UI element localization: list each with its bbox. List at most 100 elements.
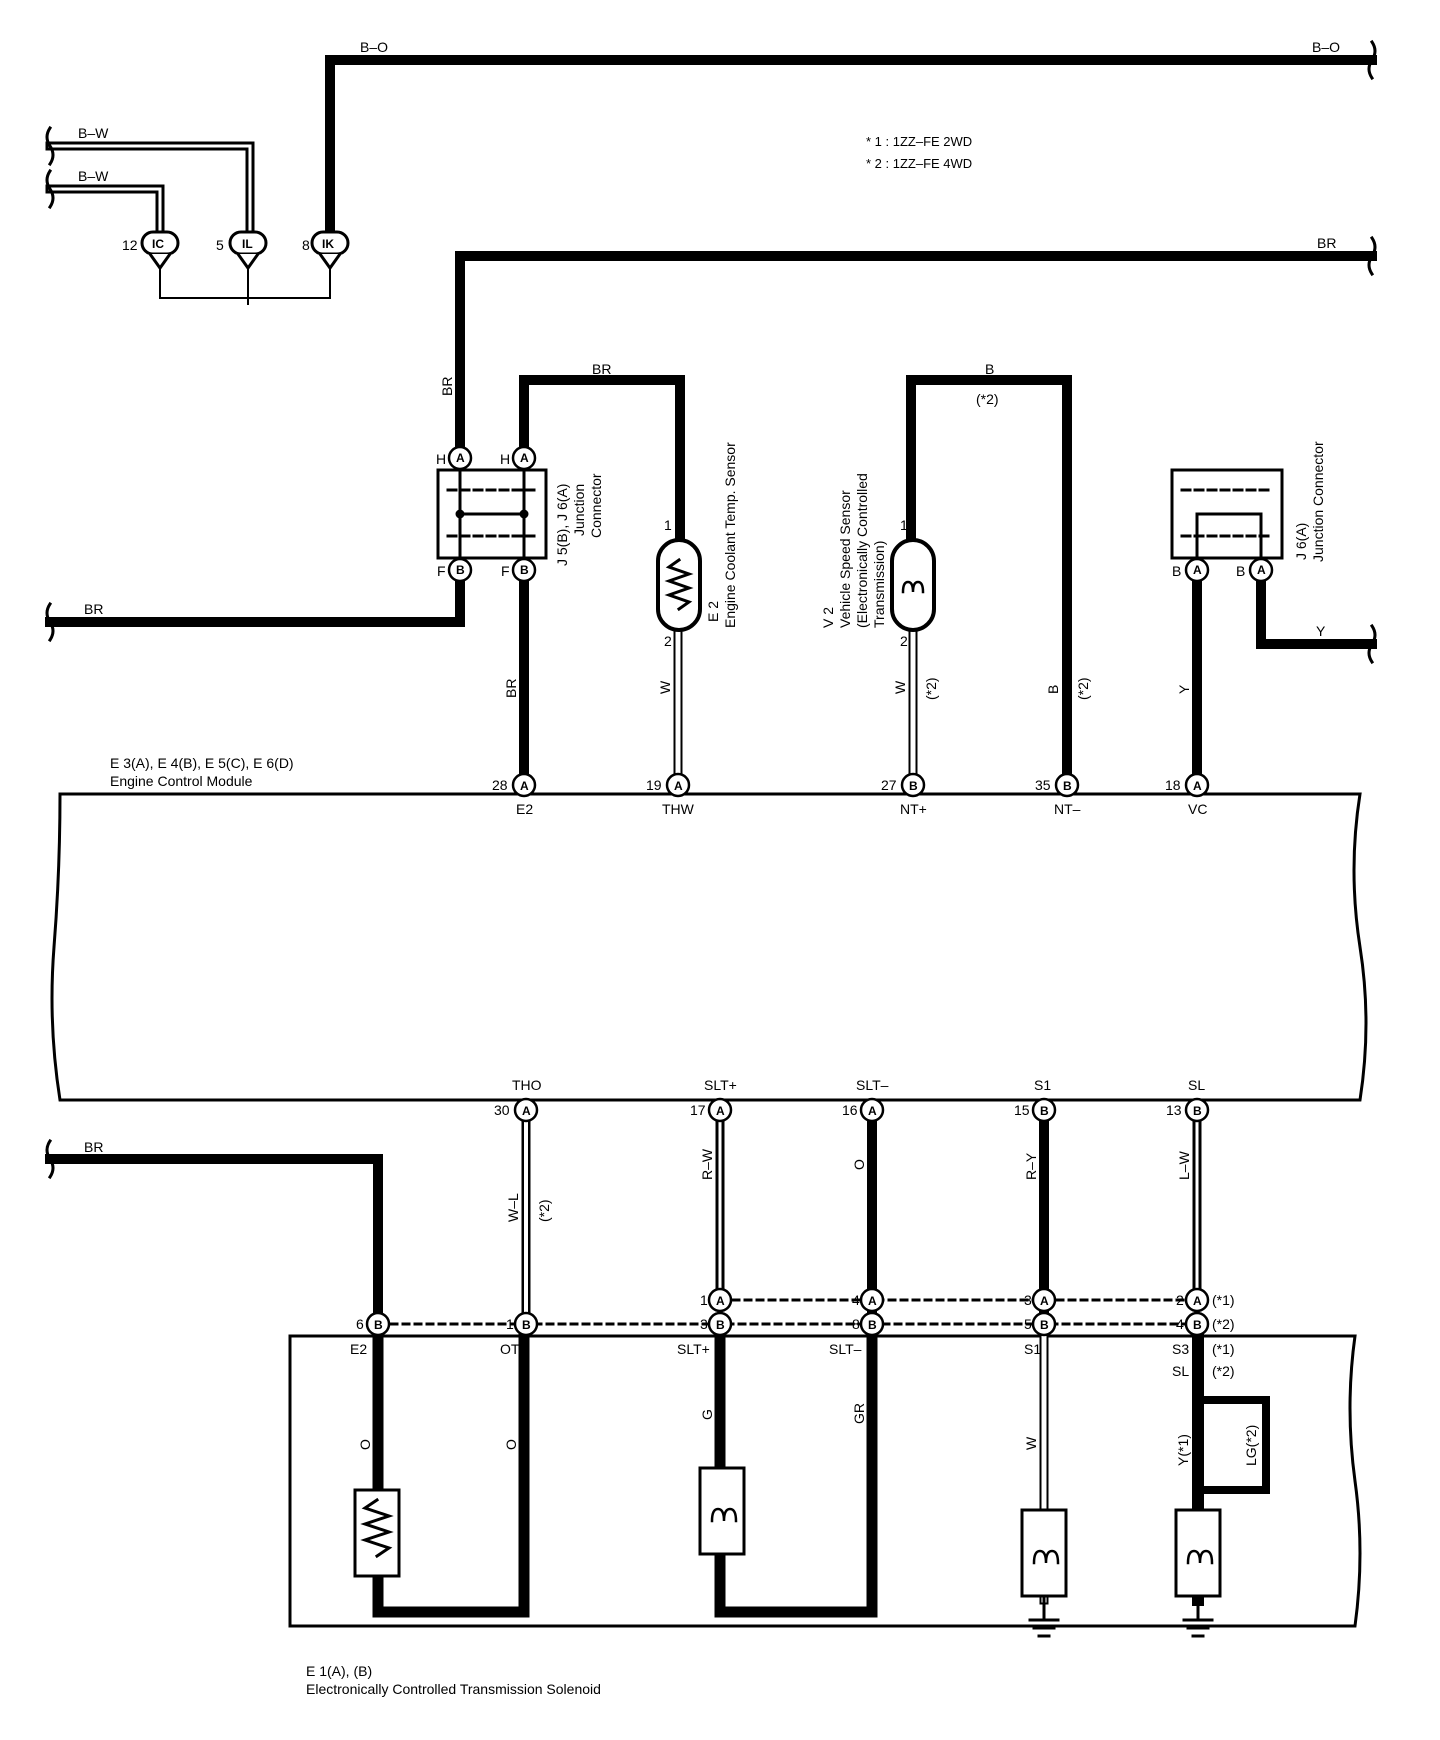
- ecm-pin-number: 18: [1165, 777, 1181, 793]
- wire-label-w-s1: W: [1023, 1436, 1039, 1450]
- wire-label-w-nt-note: (*2): [923, 677, 939, 700]
- j5-label-3: Connector: [588, 473, 604, 538]
- wire-label-y-right: Y: [1316, 623, 1326, 639]
- sol-terminal-sl: SL: [1172, 1363, 1189, 1379]
- v2-pin-1: 1: [900, 517, 908, 533]
- ecm-pin-number: 28: [492, 777, 508, 793]
- wire-label-b-top: B: [985, 361, 994, 377]
- wire-br-lower: [45, 1154, 383, 1329]
- wire-y-right: [1256, 565, 1377, 649]
- e2-pin-1: 1: [664, 517, 672, 533]
- wire-label-b-nt-note: (*2): [1075, 677, 1091, 700]
- sol-terminal-slt-plus: SLT+: [677, 1341, 710, 1357]
- wire-bw-bottom: [45, 184, 165, 247]
- row-b-conn: B: [1040, 1318, 1049, 1332]
- wire-label-w-thw: W: [657, 680, 673, 694]
- row-b-pin-number: 6: [356, 1316, 364, 1332]
- row-b-pin-number: 5: [1024, 1316, 1032, 1332]
- j5-conn-b-left: B: [456, 563, 465, 577]
- v2-pin-2: 2: [900, 633, 908, 649]
- wire-label-br-top-right: BR: [1317, 235, 1336, 251]
- row-b-pin-number: 3: [700, 1316, 708, 1332]
- wire-br-left: [45, 565, 465, 627]
- j5-conn-b-right: B: [520, 563, 529, 577]
- v2-name: V 2: [820, 607, 836, 628]
- j6-label: J 6(A): [1293, 523, 1309, 560]
- ic-code: IC: [152, 237, 164, 251]
- wire-label-y-vc: Y: [1176, 684, 1192, 694]
- ecm-terminal-nt-plus: NT+: [900, 801, 927, 817]
- solenoid-title-2: Electronically Controlled Transmission S…: [306, 1681, 601, 1697]
- row-b-conn: B: [716, 1318, 725, 1332]
- e2-name: E 2: [705, 601, 721, 622]
- j6-label-2: Junction Connector: [1310, 441, 1326, 562]
- ic-il-ik-link: [159, 264, 331, 305]
- j5-pin-h-right: H: [500, 451, 510, 467]
- sol-terminal-ot: OT: [500, 1341, 520, 1357]
- row-b-conn: B: [1193, 1318, 1202, 1332]
- ecm-pin-number: 35: [1035, 777, 1051, 793]
- ecm-terminal-nt-minus: NT–: [1054, 801, 1081, 817]
- j5-pin-f-left: F: [437, 563, 446, 579]
- wire-br-top: [455, 251, 1377, 463]
- note-1: * 1 : 1ZZ–FE 2WD: [866, 134, 972, 149]
- wire-label-br-j5-bottom: BR: [503, 679, 519, 698]
- wire-label-br-left: BR: [84, 601, 103, 617]
- note-2: * 2 : 1ZZ–FE 4WD: [866, 156, 972, 171]
- ik-code: IK: [322, 237, 334, 251]
- wire-label-o-e2: O: [357, 1439, 373, 1450]
- wire-label-bo-left: B–O: [360, 39, 388, 55]
- row-b-pin-number: 1: [506, 1316, 514, 1332]
- row-a-conn: A: [1040, 1294, 1049, 1308]
- wire-label-b-top-note: (*2): [976, 391, 999, 407]
- row-a-conn: A: [716, 1294, 725, 1308]
- solenoid-title-1: E 1(A), (B): [306, 1663, 372, 1679]
- ecm-terminal-vc: VC: [1188, 801, 1207, 817]
- j5-label: J 5(B), J 6(A): [554, 484, 570, 566]
- solenoid-body: [288, 1334, 1362, 1628]
- sol-terminal-s3: S3: [1172, 1341, 1189, 1357]
- wire-label-rw: R–W: [699, 1148, 715, 1180]
- sol-terminal-slt-minus: SLT–: [829, 1341, 862, 1357]
- il-pin-number: 5: [216, 237, 224, 253]
- j6-pin-b-right: B: [1236, 563, 1245, 579]
- row-a-pin-number: 3: [1024, 1292, 1032, 1308]
- row-a-pin-number: 4: [852, 1292, 860, 1308]
- wire-label-bw-top: B–W: [78, 125, 109, 141]
- v2-description-3: Transmission): [871, 541, 887, 628]
- row-b-conn: B: [374, 1318, 383, 1332]
- ecm-pin-conn: A: [674, 779, 683, 793]
- ik-pin-number: 8: [302, 237, 310, 253]
- wire-bw-bottom-inner: [48, 187, 162, 244]
- wire-label-wl: W–L: [505, 1193, 521, 1222]
- ecm-pin-number: 17: [690, 1102, 706, 1118]
- wire-label-w-nt: W: [892, 680, 908, 694]
- row-b-conn: B: [522, 1318, 531, 1332]
- ecm-terminal-tho: THO: [512, 1077, 542, 1093]
- ecm-pin-conn: A: [520, 779, 529, 793]
- wire-br-j5: [519, 375, 685, 545]
- ecm-pin-number: 13: [1166, 1102, 1182, 1118]
- j5-label-2: Junction: [571, 484, 587, 536]
- wire-label-bo-right: B–O: [1312, 39, 1340, 55]
- ecm-body: [50, 792, 1368, 1102]
- ecm-title-2: Engine Control Module: [110, 773, 253, 789]
- row-b-note: (*2): [1212, 1316, 1235, 1332]
- ground-s3: [1182, 1594, 1214, 1638]
- connector-pins: [365, 445, 1274, 1337]
- j5-conn-a-left: A: [456, 451, 465, 465]
- row-b-conn: B: [868, 1318, 877, 1332]
- v2-description-2: (Electronically Controlled: [854, 473, 870, 628]
- wire-bw-top-inner: [48, 144, 252, 244]
- ecm-terminal-slt-minus: SLT–: [856, 1077, 889, 1093]
- ecm-terminal-thw: THW: [662, 801, 695, 817]
- e2-pin-2: 2: [664, 633, 672, 649]
- ecm-pin-number: 19: [646, 777, 662, 793]
- wire-label-o-ot: O: [503, 1439, 519, 1450]
- j6-conn-a-left: A: [1193, 563, 1202, 577]
- wire-bo: [325, 55, 1377, 247]
- j6-conn-a-right: A: [1257, 563, 1266, 577]
- ecm-pin-conn: B: [1040, 1104, 1049, 1118]
- j5-conn-a-right: A: [520, 451, 529, 465]
